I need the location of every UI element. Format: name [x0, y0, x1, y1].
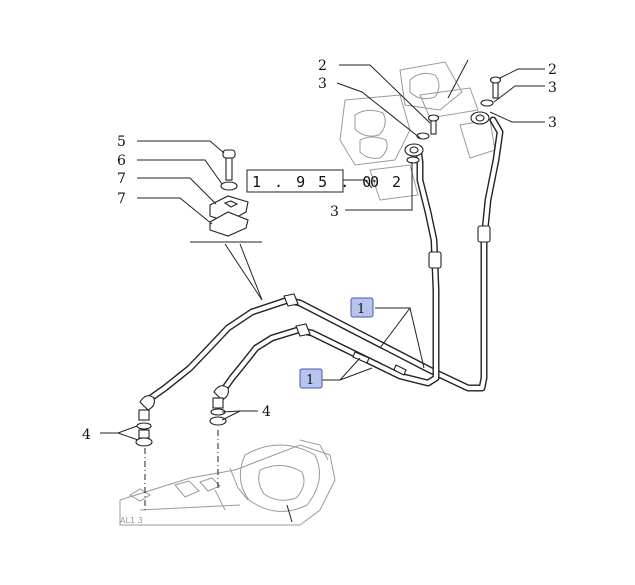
axle-housing-sketch: AL1 3 [119, 439, 336, 526]
badge-1-lower-label: 1 [306, 373, 314, 388]
callout-3-top-left: 3 [318, 76, 327, 92]
pipe-a [144, 116, 504, 404]
callout-3-right-b: 3 [548, 115, 557, 131]
fitting-lower-mid [209, 385, 229, 426]
badge-1-lower[interactable]: 1 [299, 368, 323, 389]
callout-3-mid: 3 [330, 204, 339, 220]
svg-text:AL1 3: AL1 3 [120, 516, 143, 525]
badge-1-upper-label: 1 [357, 302, 365, 317]
callout-5: 5 [117, 134, 126, 150]
callout-2-top-left: 2 [318, 58, 327, 74]
reference-suffix: 0 2 [370, 173, 403, 191]
clamp-assembly [190, 149, 263, 301]
pipe-b [218, 144, 440, 396]
callout-4-left: 4 [82, 427, 91, 443]
reference-box[interactable]: 1 . 9 5 . 0 0 2 [246, 169, 403, 193]
leader-lines [100, 64, 545, 441]
callout-7-a: 7 [117, 171, 126, 187]
callout-3-right-a: 3 [548, 80, 557, 96]
callout-7-b: 7 [117, 191, 126, 207]
callout-2-right: 2 [548, 62, 557, 78]
badge-1-upper[interactable]: 1 [350, 297, 374, 318]
callout-4-mid: 4 [262, 404, 271, 420]
fitting-upper-mid [404, 114, 440, 164]
fitting-upper-right [470, 76, 502, 125]
callout-6: 6 [117, 153, 126, 169]
fitting-lower-left [135, 395, 155, 447]
reference-number: 1 . 9 5 . 0 [252, 173, 373, 191]
